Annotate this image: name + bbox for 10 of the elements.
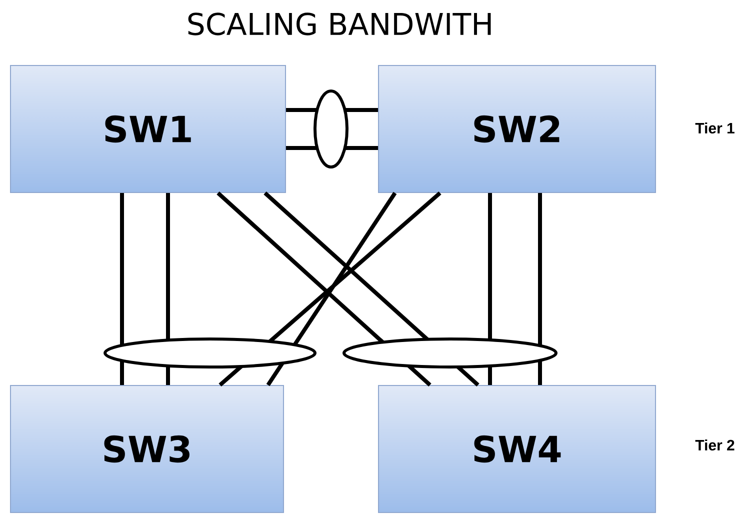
title: SCALING BANDWITH: [188, 12, 491, 36]
switch-box: SW4: [378, 385, 656, 513]
cable-line: [266, 192, 397, 386]
switch-box: SW2: [378, 65, 656, 193]
tier-label: Tier 2: [695, 440, 734, 450]
switch-box: SW3: [10, 385, 284, 513]
tier-label: Tier 1: [695, 122, 734, 134]
switch-box: SW1: [10, 65, 286, 193]
cable-line: [538, 193, 542, 385]
cable-line: [120, 193, 124, 385]
